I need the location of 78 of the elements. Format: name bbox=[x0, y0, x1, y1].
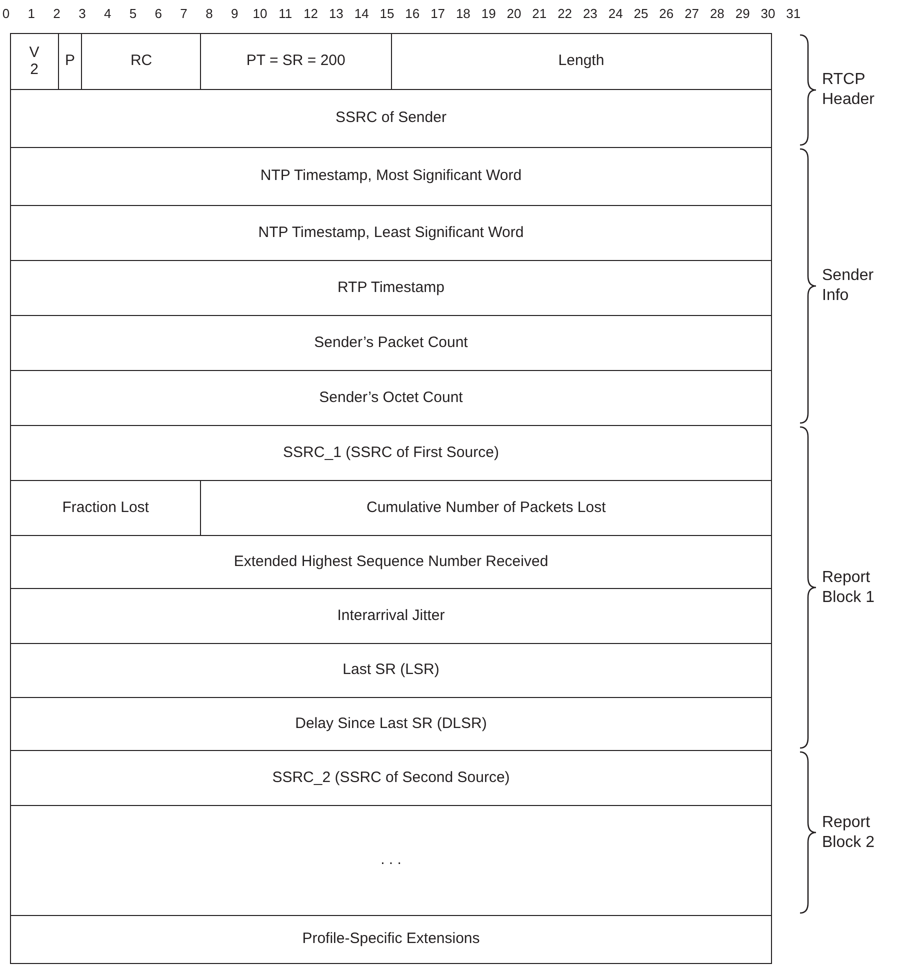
group-label: Sender Info bbox=[822, 266, 875, 306]
bit-number: 8 bbox=[206, 6, 213, 21]
packet-field bbox=[82, 34, 202, 90]
field-label: SSRC_2 (SSRC of Second Source) bbox=[272, 770, 510, 786]
field-label: SSRC of Sender bbox=[336, 110, 446, 127]
bit-number: 14 bbox=[354, 6, 369, 21]
group-label: Report Block 1 bbox=[822, 568, 876, 608]
bit-number: 13 bbox=[328, 6, 344, 21]
packet-field bbox=[11, 90, 772, 148]
packet-field bbox=[11, 316, 772, 371]
field-label: PT = SR = 200 bbox=[246, 53, 346, 70]
packet-field bbox=[201, 481, 772, 536]
field-label: Profile-Specific Extensions bbox=[302, 931, 480, 948]
packet-field bbox=[11, 536, 772, 589]
bit-number: 11 bbox=[278, 6, 292, 21]
field-label: NTP Timestamp, Most Significant Word bbox=[260, 168, 522, 185]
bit-number: 3 bbox=[78, 6, 86, 21]
bit-number: 9 bbox=[230, 6, 238, 21]
packet-field bbox=[11, 806, 772, 916]
bit-number: 25 bbox=[634, 6, 648, 21]
bit-number: 15 bbox=[380, 6, 394, 21]
field-label: Fraction Lost bbox=[62, 500, 149, 516]
packet-field bbox=[201, 34, 392, 90]
bit-number: 18 bbox=[456, 6, 470, 21]
field-label: NTP Timestamp, Least Significant Word bbox=[258, 224, 524, 242]
packet-field bbox=[11, 426, 772, 481]
bit-number: 5 bbox=[129, 6, 137, 21]
bit-number: 19 bbox=[481, 6, 496, 21]
bit-number: 23 bbox=[582, 6, 598, 21]
bit-number: 28 bbox=[710, 6, 724, 21]
field-label: RC bbox=[130, 53, 152, 70]
field-label: Extended Highest Sequence Number Received bbox=[234, 554, 548, 570]
field-label: V 2 bbox=[28, 45, 40, 78]
bit-number: 26 bbox=[659, 6, 674, 21]
field-label: Cumulative Number of Packets Lost bbox=[366, 500, 606, 516]
bit-number: 16 bbox=[405, 6, 420, 21]
bit-number: 6 bbox=[154, 6, 162, 21]
packet-field bbox=[11, 589, 772, 644]
field-label: Length bbox=[558, 53, 604, 70]
group-label: Report Block 2 bbox=[822, 812, 876, 852]
bit-number: 17 bbox=[430, 6, 446, 21]
packet-field bbox=[11, 644, 772, 698]
bit-number: 4 bbox=[104, 6, 112, 21]
field-label: Delay Since Last SR (DLSR) bbox=[295, 716, 487, 732]
bit-number: 22 bbox=[558, 6, 572, 21]
bit-number: 20 bbox=[506, 6, 522, 21]
bit-number: 27 bbox=[684, 6, 700, 21]
packet-field bbox=[11, 148, 772, 206]
bit-number: 29 bbox=[735, 6, 750, 21]
field-label: P bbox=[64, 53, 76, 70]
bit-number: 31 bbox=[786, 6, 801, 21]
packet-field bbox=[11, 34, 59, 90]
field-label: Sender’s Octet Count bbox=[319, 390, 463, 406]
field-label: RTP Timestamp bbox=[338, 280, 444, 296]
packet-field bbox=[392, 34, 772, 90]
bit-number: 0 bbox=[2, 6, 10, 21]
field-label: Last SR (LSR) bbox=[342, 662, 440, 679]
field-label: SSRC_1 (SSRC of First Source) bbox=[283, 444, 499, 462]
bit-number: 2 bbox=[53, 6, 60, 21]
packet-field bbox=[11, 206, 772, 261]
bit-number: 30 bbox=[760, 6, 776, 21]
bit-number: 7 bbox=[180, 6, 188, 21]
bit-number: 1 bbox=[28, 6, 35, 21]
field-label: Sender’s Packet Count bbox=[314, 334, 468, 352]
packet-field bbox=[11, 698, 772, 751]
packet-field bbox=[11, 751, 772, 806]
group-label: RTCP Header bbox=[822, 70, 876, 110]
bit-number: 21 bbox=[532, 6, 547, 21]
packet-field bbox=[58, 34, 82, 90]
packet-field bbox=[11, 481, 202, 536]
field-label: . . . bbox=[380, 852, 402, 869]
bit-number: 12 bbox=[304, 6, 318, 21]
bit-number: 24 bbox=[608, 6, 623, 21]
packet-field bbox=[11, 371, 772, 426]
field-label: Interarrival Jitter bbox=[337, 608, 445, 624]
packet-field bbox=[11, 261, 772, 316]
packet-field bbox=[11, 916, 772, 964]
bit-number: 10 bbox=[252, 6, 268, 21]
